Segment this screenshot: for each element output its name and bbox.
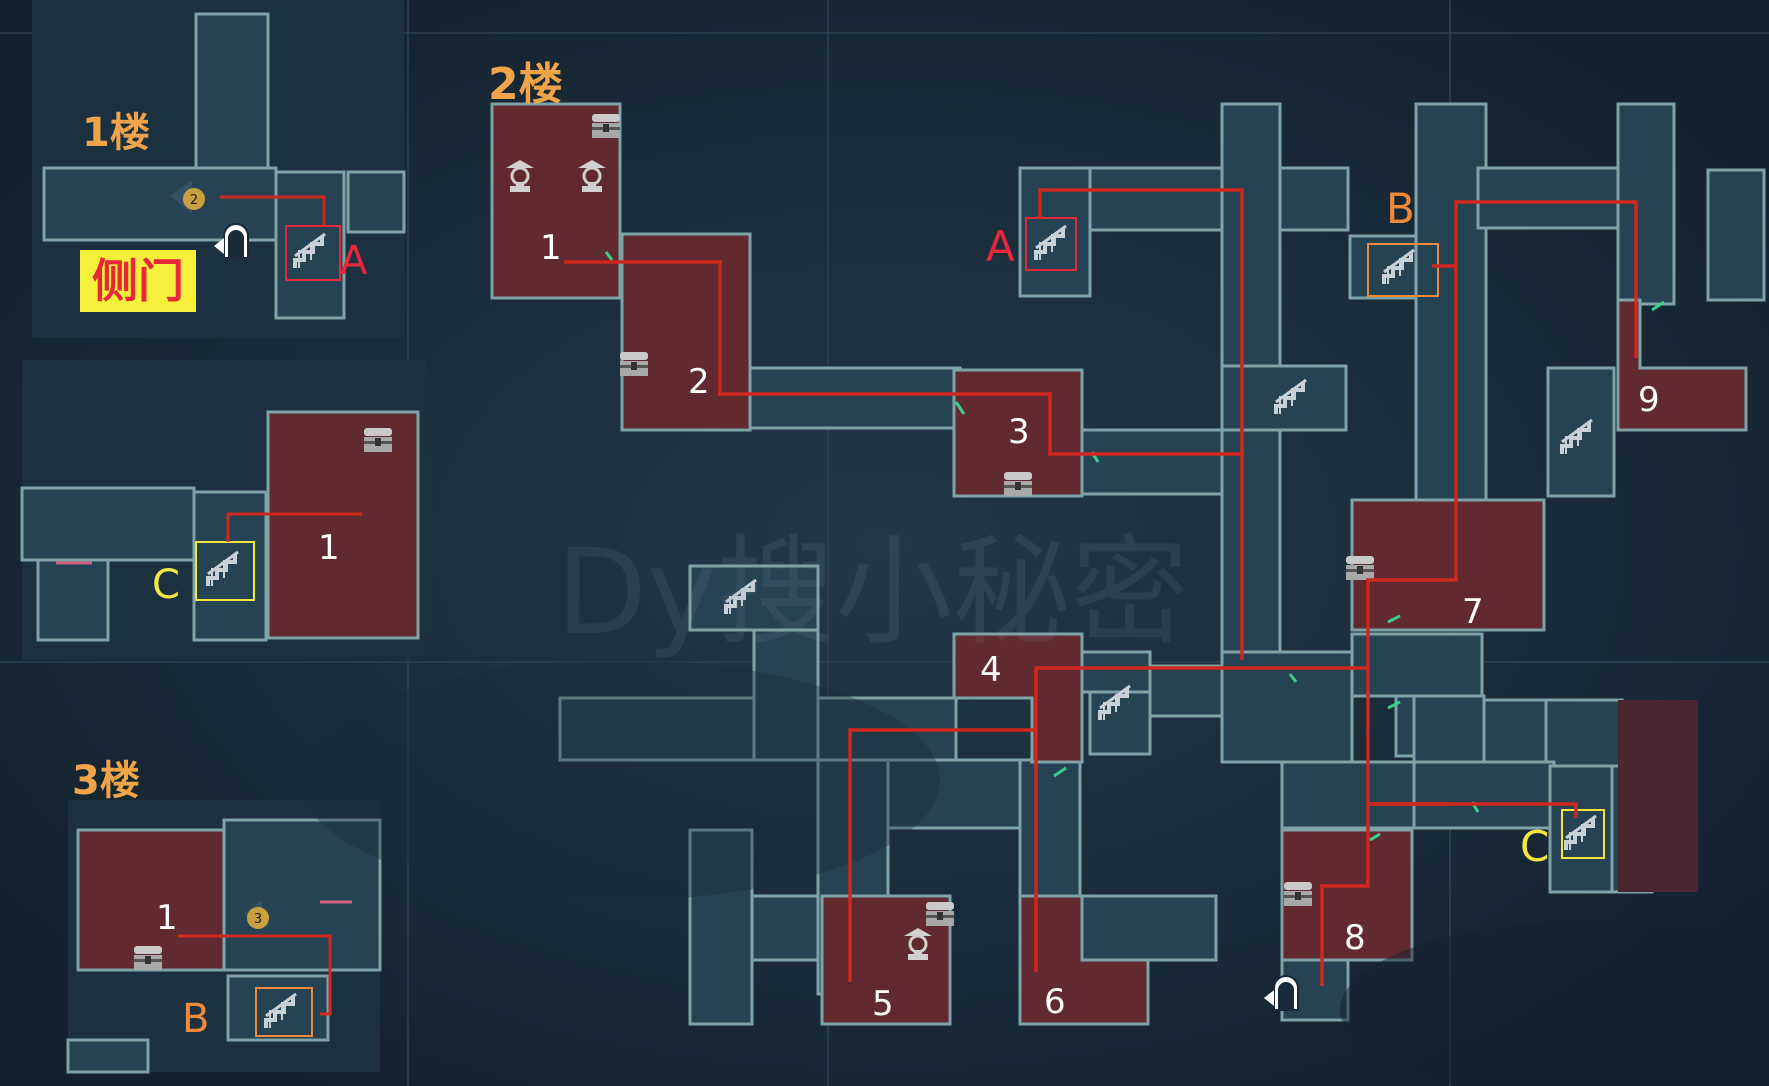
room-8-label: 8 xyxy=(1344,918,1366,958)
stair-a-label-f2: A xyxy=(986,222,1015,271)
fog-overlay xyxy=(300,660,1769,1086)
room-7-label: 7 xyxy=(1462,592,1484,632)
watermark: Dy搜小秘密 xyxy=(556,523,1189,661)
door-markers xyxy=(604,251,1665,842)
floor3-panel: 3 xyxy=(66,800,382,1074)
stair-c-label-f1: C xyxy=(152,562,180,608)
marker-3-label: 3 xyxy=(254,912,262,927)
floor1-lower-panel xyxy=(20,360,426,660)
marker-2-label: 2 xyxy=(190,193,198,208)
floor1-panel: 2 xyxy=(32,0,406,338)
room-4-label: 4 xyxy=(980,650,1002,690)
floor2-corridors xyxy=(558,102,1766,1026)
room-1-label-f3: 1 xyxy=(156,898,178,938)
floor2-label: 2楼 xyxy=(488,59,563,110)
room-2-label: 2 xyxy=(688,362,710,402)
floor3-label: 3楼 xyxy=(72,758,140,804)
room-9-label: 9 xyxy=(1638,380,1660,420)
side-door-label[interactable]: 侧门 xyxy=(80,250,196,312)
room-1-label-f1: 1 xyxy=(318,528,340,568)
room-3-label: 3 xyxy=(1008,412,1030,452)
floor1-label: 1楼 xyxy=(82,110,150,156)
route-lines xyxy=(564,188,1638,986)
stair-b-label-f3: B xyxy=(182,996,210,1042)
stair-b-label-f2: B xyxy=(1386,184,1415,233)
room-5-label: 5 xyxy=(872,984,894,1024)
room-6-label: 6 xyxy=(1044,982,1066,1022)
room-1-label: 1 xyxy=(540,228,562,268)
floor2-stairs xyxy=(724,217,1605,859)
stair-a-label-f1: A xyxy=(340,238,368,284)
stair-c-label-f2: C xyxy=(1520,822,1550,871)
